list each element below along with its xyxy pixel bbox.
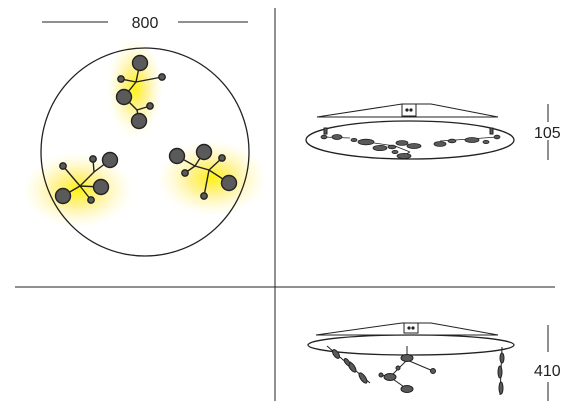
node-large bbox=[168, 147, 186, 165]
diameter-dimension: 800 bbox=[42, 15, 248, 32]
flush-cluster-nodes bbox=[320, 134, 501, 159]
node-large bbox=[54, 187, 72, 205]
node-small bbox=[87, 196, 95, 204]
node-large bbox=[92, 178, 110, 196]
light-cluster-right bbox=[168, 143, 238, 200]
node-small bbox=[181, 169, 189, 177]
height-suspended-label: 410 bbox=[534, 363, 561, 380]
node-large bbox=[131, 54, 149, 72]
hanging-cluster-left bbox=[326, 345, 371, 384]
node-small bbox=[146, 102, 154, 110]
light-cluster-left bbox=[54, 151, 119, 205]
canopy-disc-side bbox=[307, 334, 515, 356]
diameter-label: 800 bbox=[132, 15, 159, 32]
hanging-cluster-center bbox=[378, 346, 436, 393]
node-small bbox=[89, 155, 97, 163]
side-view-flush bbox=[305, 103, 549, 160]
glow-left bbox=[23, 152, 133, 228]
height-flush-label: 105 bbox=[534, 125, 561, 142]
node-large bbox=[130, 112, 148, 130]
node-small bbox=[117, 75, 125, 83]
mounting-box bbox=[401, 103, 417, 117]
node-small bbox=[59, 162, 67, 170]
grid-dividers bbox=[15, 8, 555, 401]
canopy-disc-side bbox=[305, 120, 515, 160]
side-view-suspended bbox=[307, 322, 549, 401]
light-cluster-top bbox=[115, 54, 166, 130]
node-small bbox=[158, 73, 166, 81]
light-glows bbox=[23, 38, 267, 228]
node-large bbox=[195, 143, 213, 161]
node-large bbox=[220, 174, 238, 192]
mounting-box bbox=[403, 322, 419, 334]
node-large bbox=[101, 151, 119, 169]
top-view: 800 bbox=[23, 15, 267, 257]
canopy-disc-plan bbox=[40, 47, 250, 257]
node-large bbox=[115, 88, 133, 106]
glow-top bbox=[107, 38, 163, 138]
node-small bbox=[218, 154, 226, 162]
node-small bbox=[200, 192, 208, 200]
hanging-cluster-right bbox=[497, 346, 505, 396]
